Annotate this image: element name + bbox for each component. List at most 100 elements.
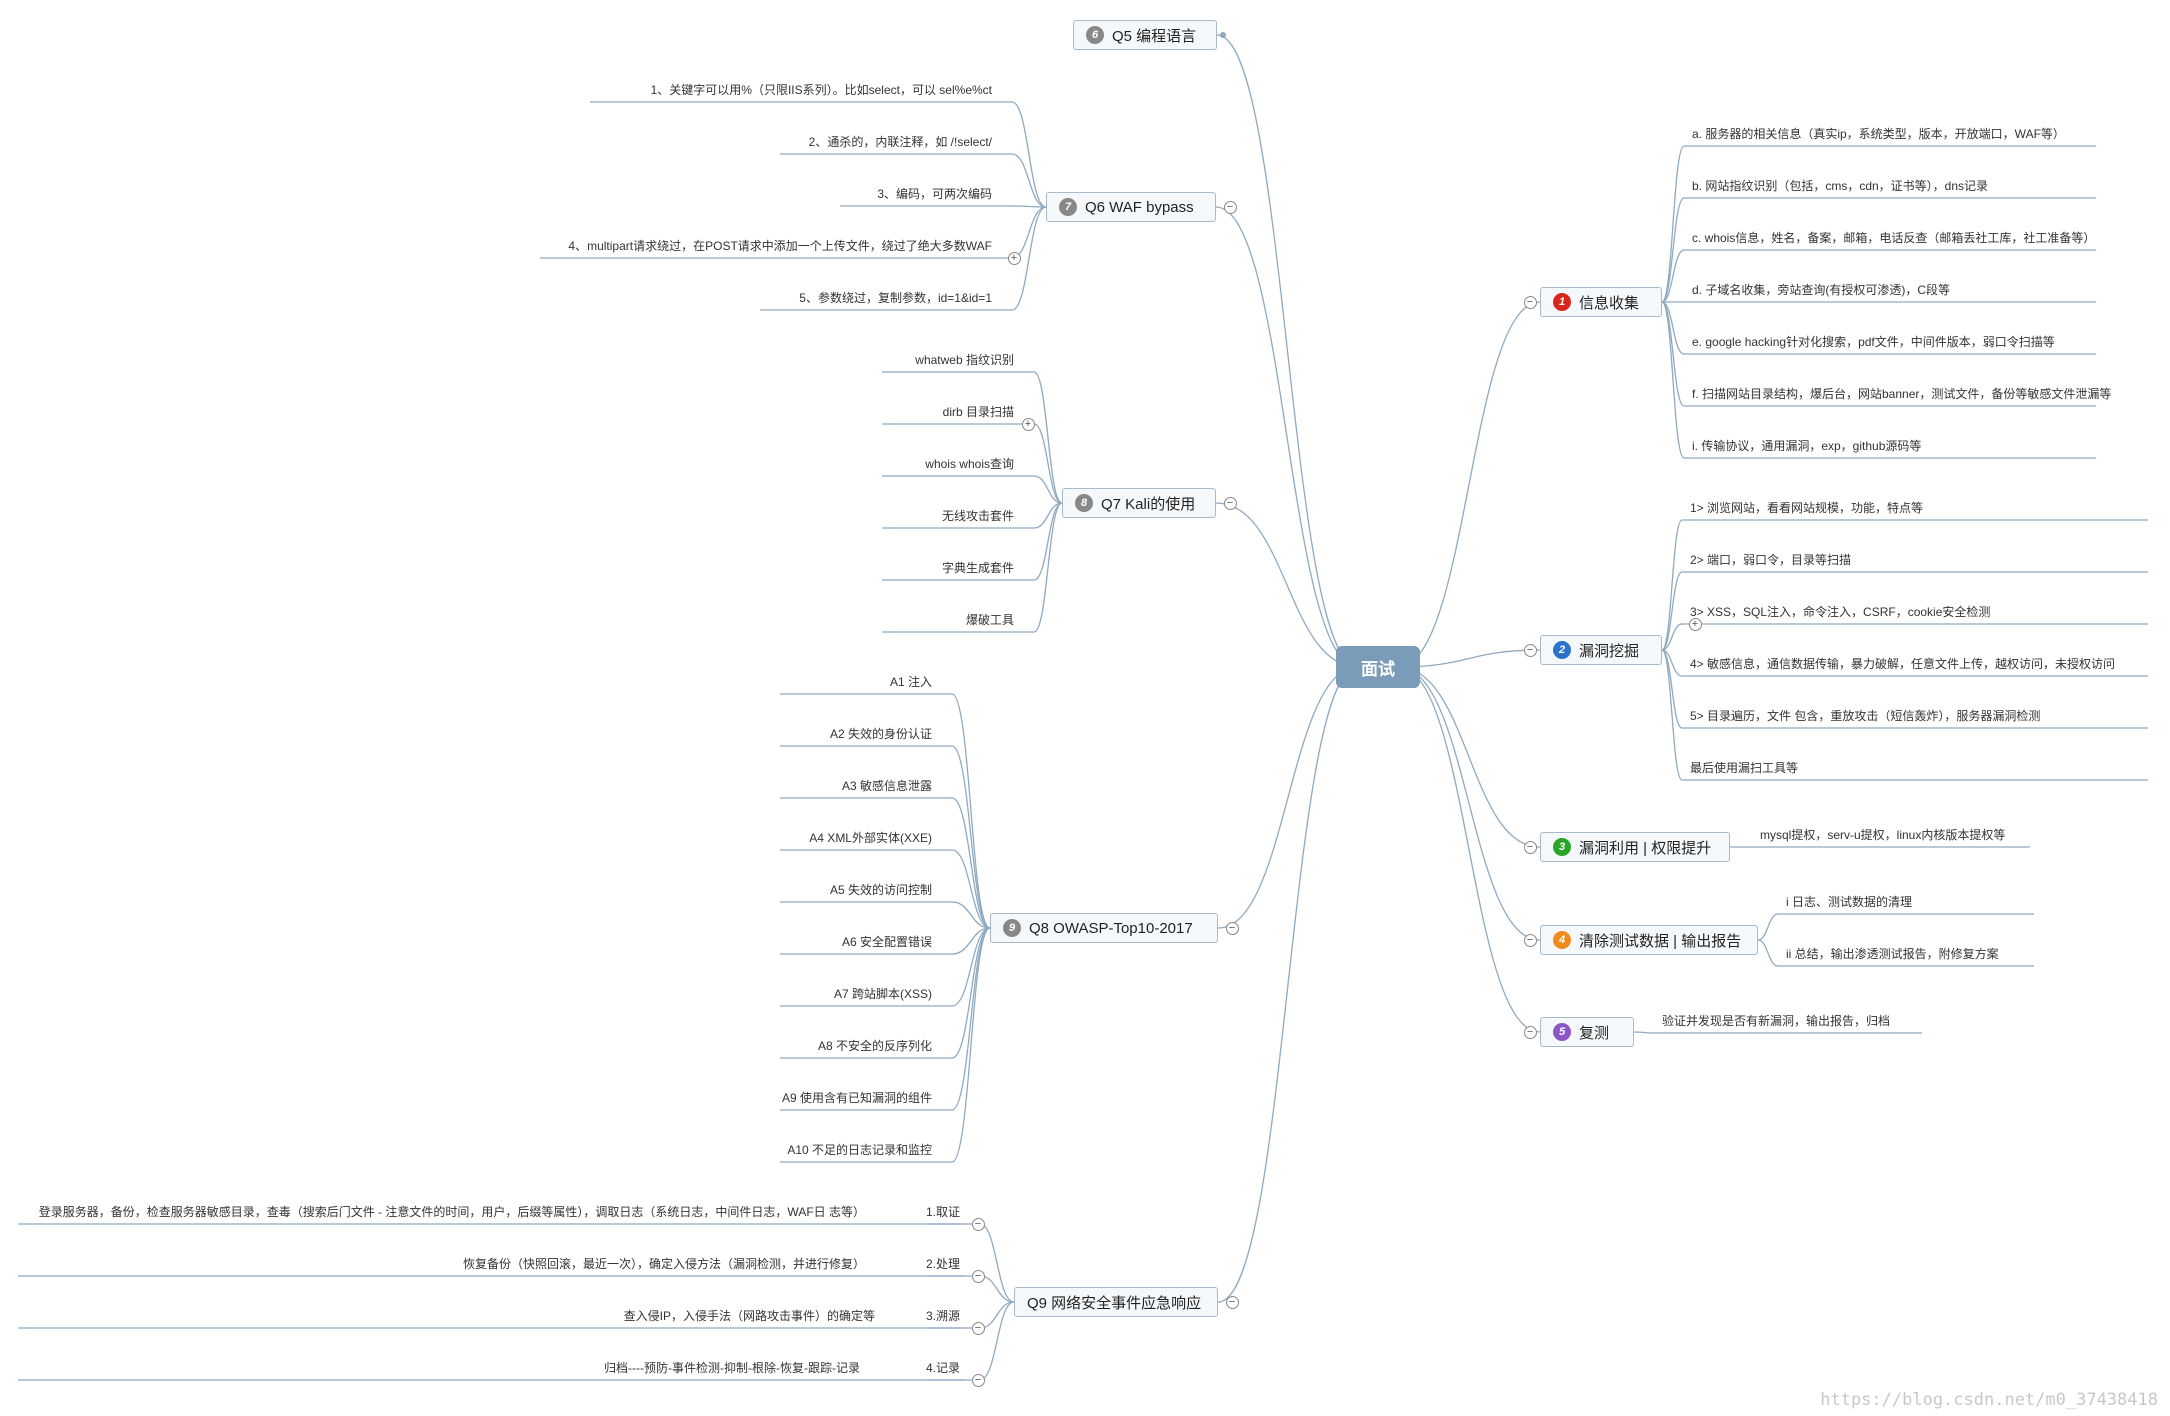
leaf-right-2-4[interactable]: 4> 敏感信息，通信数据传输，暴力破解，任意文件上传，越权访问，未授权访问: [1690, 657, 2116, 671]
leaf-left-5-3[interactable]: 3.溯源: [925, 1309, 960, 1323]
leaf-right-1-1[interactable]: a. 服务器的相关信息（真实ip，系统类型，版本，开放端口，WAF等）: [1692, 127, 2065, 141]
connector-line: [1033, 371, 1063, 504]
leaf-right-5-1[interactable]: 验证并发现是否有新漏洞，输出报告，归档: [1662, 1014, 1891, 1028]
branch-left-3[interactable]: 8 Q7 Kali的使用: [1062, 488, 1216, 518]
collapse-toggle-q9-3[interactable]: −: [971, 1321, 985, 1335]
leaf-right-2-2[interactable]: 2> 端口，弱口令，目录等扫描: [1690, 553, 1852, 567]
collapse-toggle-right-1[interactable]: −: [1523, 295, 1537, 309]
leaf-left-2-5[interactable]: 5、参数绕过，复制参数，id=1&id=1: [799, 291, 992, 305]
leaf-left-4-4[interactable]: A4 XML外部实体(XXE): [809, 831, 932, 845]
connector-line: [1397, 666, 1541, 941]
collapse-toggle-right-5[interactable]: −: [1523, 1025, 1537, 1039]
leaf-left-5-2[interactable]: 2.处理: [925, 1257, 960, 1271]
expand-toggle-leaf-2-3[interactable]: +: [1688, 617, 1702, 631]
leaf-left-2-3[interactable]: 3、编码，可两次编码: [877, 187, 992, 201]
leaf-right-3-1[interactable]: mysql提权，serv-u提权，linux内核版本提权等: [1760, 828, 2006, 842]
leaf-right-4-2[interactable]: ii 总结，输出渗透测试报告，附修复方案: [1786, 947, 1999, 961]
leaf-right-2-1[interactable]: 1> 浏览网站，看看网站规模，功能，特点等: [1690, 501, 1924, 515]
leaf-left-2-2[interactable]: 2、通杀的，内联注释，如 /!select/: [808, 135, 992, 149]
leaf-left-4-2[interactable]: A2 失效的身份认证: [829, 727, 932, 741]
leaf-right-1-6[interactable]: f. 扫描网站目录结构，爆后台，网站banner，测试文件，备份等敏感文件泄漏等: [1692, 387, 2112, 401]
collapse-toggle-q9-1[interactable]: −: [971, 1217, 985, 1231]
collapse-toggle-right-2[interactable]: −: [1523, 643, 1537, 657]
leaf-left-2-1[interactable]: 1、关键字可以用%（只限IIS系列）。比如select，可以 sel%e%ct: [650, 83, 992, 97]
connector-line: [1661, 301, 1685, 459]
connector-line: [1633, 1031, 1655, 1034]
connector-line: [1011, 153, 1047, 208]
connector-line: [979, 1275, 1015, 1303]
leaf-left-3-2[interactable]: dirb 目录扫描: [942, 405, 1014, 419]
connector-line: [979, 1301, 1015, 1381]
leaf-left-2-4[interactable]: 4、multipart请求绕过，在POST请求中添加一个上传文件，绕过了绝大多数…: [568, 239, 992, 253]
collapse-toggle-left-2[interactable]: −: [1223, 200, 1237, 214]
connector-line: [1397, 666, 1541, 1033]
connector-line: [1011, 205, 1047, 208]
connector-line: [951, 927, 991, 1111]
branch-right-5-label: 复测: [1579, 1024, 1610, 1042]
expand-toggle-waf-4[interactable]: +: [1007, 251, 1021, 265]
collapsed-dot-icon[interactable]: [1220, 32, 1226, 38]
leaf-right-4-1[interactable]: i 日志、测试数据的清理: [1786, 895, 1913, 909]
branch-left-1-label: Q5 编程语言: [1112, 27, 1197, 45]
leaf-left-5-1[interactable]: 1.取证: [925, 1205, 960, 1219]
branch-left-5[interactable]: Q9 网络安全事件应急响应: [1014, 1287, 1218, 1317]
leaf-left-3-1[interactable]: whatweb 指纹识别: [915, 353, 1014, 367]
collapse-toggle-q9-4[interactable]: −: [971, 1373, 985, 1387]
branch-right-4[interactable]: 4 清除测试数据 | 输出报告: [1540, 925, 1758, 955]
branch-right-4-label: 清除测试数据 | 输出报告: [1579, 932, 1742, 950]
connector-line: [1011, 206, 1047, 311]
collapse-toggle-left-3[interactable]: −: [1223, 496, 1237, 510]
connector-line: [1661, 145, 1685, 303]
leaf-left-4-5[interactable]: A5 失效的访问控制: [829, 883, 932, 897]
branch-left-3-badge-icon: 8: [1075, 494, 1093, 512]
collapse-toggle-left-4[interactable]: −: [1225, 921, 1239, 935]
connector-line: [1033, 423, 1063, 504]
leaf-left-4-6[interactable]: A6 安全配置错误: [841, 935, 932, 949]
leaf-right-1-5[interactable]: e. google hacking针对化搜索，pdf文件，中间件版本，弱口令扫描…: [1692, 335, 2055, 349]
leaf-right-2-3[interactable]: 3> XSS，SQL注入，命令注入，CSRF，cookie安全检测: [1690, 605, 1991, 619]
connector-line: [1033, 502, 1063, 581]
leaf-right-2-5[interactable]: 5> 目录遍历，文件 包含，重放攻击（短信轰炸），服务器漏洞检测: [1690, 709, 2041, 723]
leaf-left-3-5[interactable]: 字典生成套件: [941, 561, 1014, 575]
leaf-left-4-10[interactable]: A10 不足的日志记录和监控: [787, 1143, 932, 1157]
leaf-left-4-3[interactable]: A3 敏感信息泄露: [841, 779, 932, 793]
connector-line: [1033, 475, 1063, 504]
leaf-right-2-6[interactable]: 最后使用漏扫工具等: [1690, 761, 1799, 775]
branch-left-3-label: Q7 Kali的使用: [1101, 495, 1196, 513]
leaf-left-5-4[interactable]: 4.记录: [925, 1361, 960, 1375]
connector-line: [1661, 519, 1683, 651]
leaf-right-1-3[interactable]: c. whois信息，姓名，备案，邮箱，电话反查（邮箱丢社工库，社工准备等）: [1692, 231, 2096, 245]
expand-toggle-dirb[interactable]: +: [1021, 417, 1035, 431]
leaf-left-3-3[interactable]: whois whois查询: [925, 457, 1014, 471]
connector-line: [1661, 197, 1685, 303]
connector-line: [1033, 502, 1063, 633]
leaf-left-4-9[interactable]: A9 使用含有已知漏洞的组件: [781, 1091, 932, 1105]
center-node[interactable]: 面试: [1336, 646, 1420, 688]
leaf-right-1-7[interactable]: i. 传输协议，通用漏洞，exp，github源码等: [1692, 439, 1922, 453]
branch-right-4-badge-icon: 4: [1553, 931, 1571, 949]
collapse-toggle-right-4[interactable]: −: [1523, 933, 1537, 947]
leaf-left-4-8[interactable]: A8 不安全的反序列化: [817, 1039, 932, 1053]
collapse-toggle-q9-2[interactable]: −: [971, 1269, 985, 1283]
leaf-right-1-4[interactable]: d. 子域名收集，旁站查询(有授权可渗透)，C段等: [1692, 283, 1951, 297]
branch-right-1-badge-icon: 1: [1553, 293, 1571, 311]
leaf-left-3-6[interactable]: 爆破工具: [965, 613, 1014, 627]
leaf-right-1-2[interactable]: b. 网站指纹识别（包括，cms，cdn，证书等），dns记录: [1692, 179, 1989, 193]
leaf-left-4-7[interactable]: A7 跨站脚本(XSS): [833, 987, 932, 1001]
leaf-left-4-1[interactable]: A1 注入: [889, 675, 932, 689]
connector-line: [951, 797, 991, 929]
q9-detail-2: 恢复备份（快照回滚，最近一次），确定入侵方法（漏洞检测，并进行修复）: [462, 1257, 865, 1271]
collapse-toggle-left-5[interactable]: −: [1225, 1295, 1239, 1309]
branch-right-2-label: 漏洞挖掘: [1579, 642, 1640, 660]
watermark: https://blog.csdn.net/m0_37438418: [1820, 1390, 2158, 1410]
connector-line: [1661, 301, 1685, 407]
collapse-toggle-right-3[interactable]: −: [1523, 840, 1537, 854]
leaf-left-3-4[interactable]: 无线攻击套件: [941, 509, 1014, 523]
